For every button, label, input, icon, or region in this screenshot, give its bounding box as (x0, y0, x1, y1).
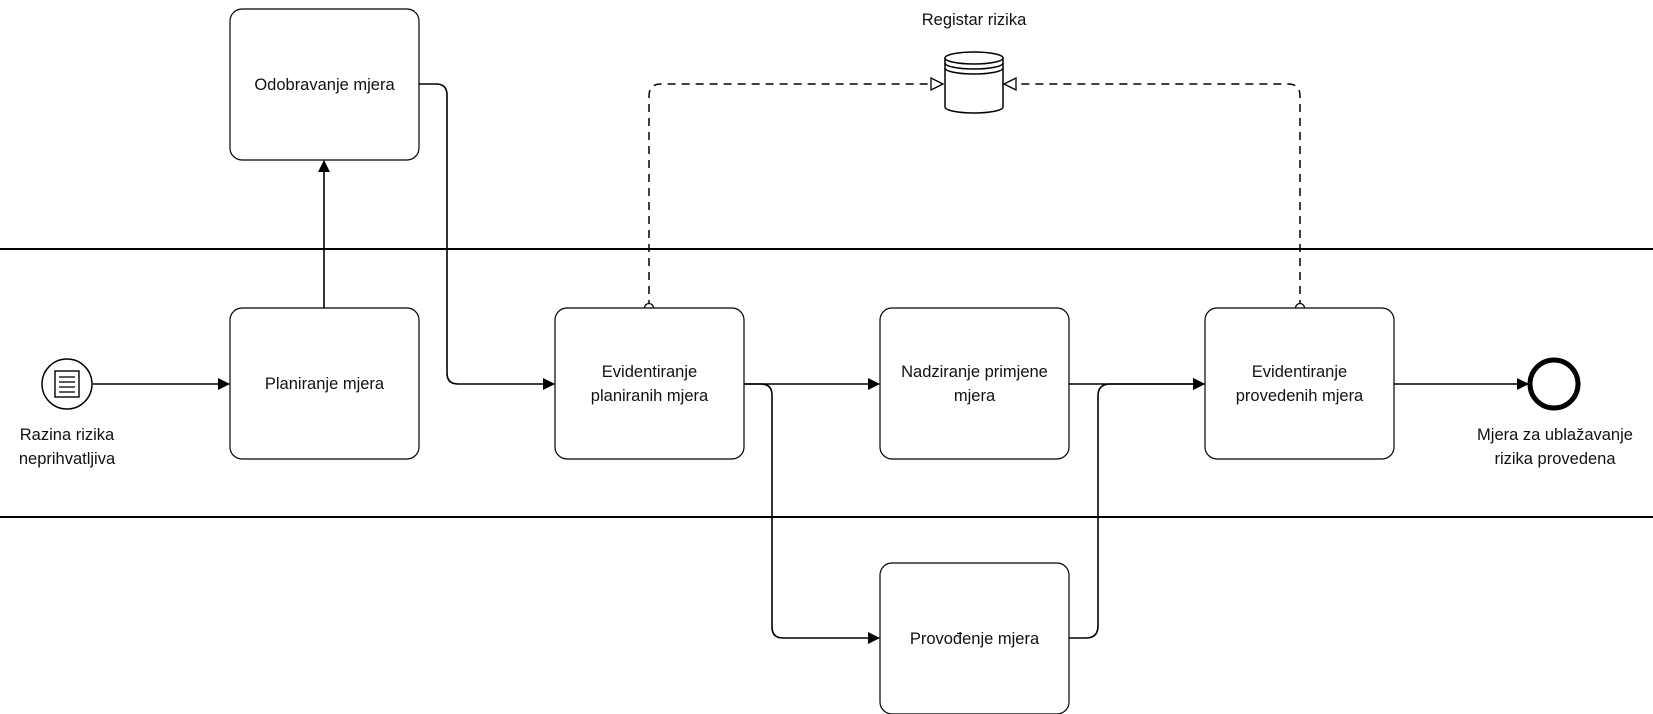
start-event-label-line2: neprihvatljiva (18, 450, 116, 468)
end-event-label-line1: Mjera za ublažavanje (1477, 426, 1633, 444)
end-event[interactable] (1527, 357, 1581, 411)
data-association-done (1004, 84, 1301, 308)
task-label-plan: Planiranje mjera (264, 374, 385, 393)
end-event-label-line2: rizika provedena (1494, 450, 1616, 468)
start-event-label-line1: Razina rizika (19, 426, 115, 444)
task-label-monitor: Nadziranje primjene mjera (901, 362, 1048, 405)
start-event[interactable] (41, 358, 93, 410)
task-label-approve: Odobravanje mjera (254, 75, 395, 94)
task-label-record-planned: Evidentiranje planiranih mjera (590, 362, 709, 405)
task-implement[interactable] (879, 562, 1070, 714)
flow-implement-to-record-done (1069, 378, 1205, 639)
conditional-icon (54, 370, 80, 398)
task-plan[interactable] (229, 307, 420, 460)
data-association-planned (648, 84, 943, 308)
data-store-label: Registar rizika (921, 11, 1027, 29)
task-approve[interactable] (229, 8, 420, 161)
task-monitor[interactable] (879, 307, 1070, 460)
task-label-implement: Provođenje mjera (909, 629, 1040, 648)
data-store-icon[interactable] (944, 51, 1004, 114)
task-record-done[interactable] (1204, 307, 1395, 460)
task-record-planned[interactable] (554, 307, 745, 460)
flow-approve-to-record-planned (419, 83, 555, 390)
task-label-record-done: Evidentiranje provedenih mjera (1235, 362, 1364, 405)
flow-record-planned-to-implement (744, 383, 880, 644)
